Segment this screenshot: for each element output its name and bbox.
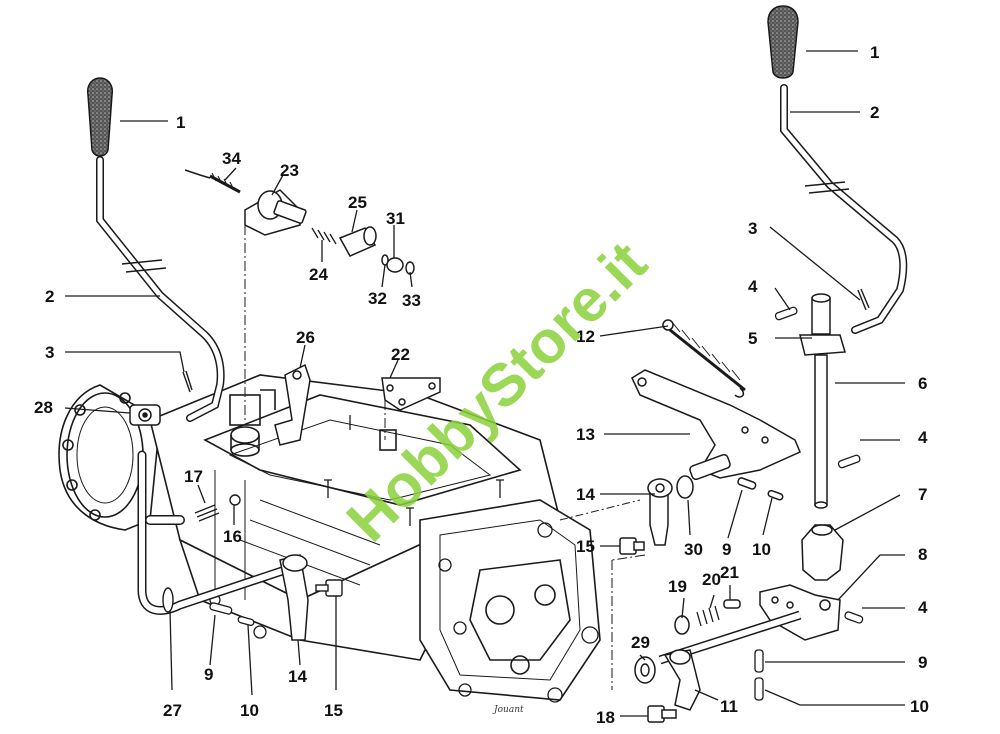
callout-10-right: 10 (910, 697, 929, 716)
callout-2-left: 2 (45, 287, 54, 306)
callout-1-left: 1 (176, 113, 185, 132)
callout-3-left: 3 (45, 343, 54, 362)
callout-6: 6 (918, 374, 927, 393)
callout-28: 28 (34, 398, 53, 417)
callout-22: 22 (391, 345, 410, 364)
left-lever-rod (96, 156, 225, 422)
callout-14-left: 14 (288, 667, 307, 686)
callout-11: 11 (720, 697, 738, 716)
callout-27: 27 (163, 701, 182, 720)
leader-lines (64, 50, 905, 717)
part-22-plate (381, 377, 441, 411)
shift-linkage (611, 319, 802, 723)
callout-26: 26 (296, 328, 315, 347)
callout-2-right: 2 (870, 103, 879, 122)
callout-9-right: 9 (918, 653, 927, 672)
callout-23: 23 (280, 161, 299, 180)
part-28-bushing (129, 404, 161, 426)
callout-19: 19 (668, 577, 687, 596)
callout-3-right: 3 (748, 219, 757, 238)
artist-signature: Jouant (492, 705, 524, 715)
callout-20: 20 (702, 570, 721, 589)
part-14-left-lever (279, 554, 309, 641)
callout-4-mid: 4 (918, 428, 928, 447)
callout-34: 34 (222, 149, 241, 168)
callout-15-left: 15 (324, 701, 343, 720)
left-lever-knob (86, 77, 114, 157)
callout-9-left: 9 (204, 665, 213, 684)
callout-8: 8 (918, 545, 927, 564)
left-gear-lever (86, 77, 386, 641)
gearbox-housing (58, 374, 641, 703)
callout-33: 33 (402, 291, 421, 310)
callout-17: 17 (184, 467, 203, 486)
callout-18: 18 (596, 708, 615, 727)
callout-7: 7 (918, 485, 927, 504)
callout-1-right: 1 (870, 43, 879, 62)
detent-assembly (184, 169, 415, 275)
callout-16: 16 (223, 527, 242, 546)
callout-13: 13 (576, 425, 595, 444)
callout-5: 5 (748, 329, 757, 348)
callout-25: 25 (348, 193, 367, 212)
callout-21: 21 (720, 563, 739, 582)
right-gear-lever (754, 5, 908, 701)
callout-10-mid: 10 (752, 540, 771, 559)
callout-labels: 1 2 3 28 34 23 25 24 31 32 33 26 22 17 1… (34, 43, 929, 727)
part-26-bracket (274, 363, 311, 446)
callout-24: 24 (309, 265, 328, 284)
callout-15-right: 15 (576, 537, 595, 556)
callout-32: 32 (368, 289, 387, 308)
callout-30: 30 (684, 540, 703, 559)
callout-31: 31 (386, 209, 405, 228)
callout-14-right: 14 (576, 485, 595, 504)
right-lever-knob (767, 5, 799, 79)
callout-4-top: 4 (748, 277, 758, 296)
right-lever-rod (780, 84, 908, 334)
callout-29: 29 (631, 633, 650, 652)
callout-10-left: 10 (240, 701, 259, 720)
callout-12: 12 (576, 327, 595, 346)
callout-9-mid: 9 (722, 540, 731, 559)
callout-4-low: 4 (918, 598, 928, 617)
